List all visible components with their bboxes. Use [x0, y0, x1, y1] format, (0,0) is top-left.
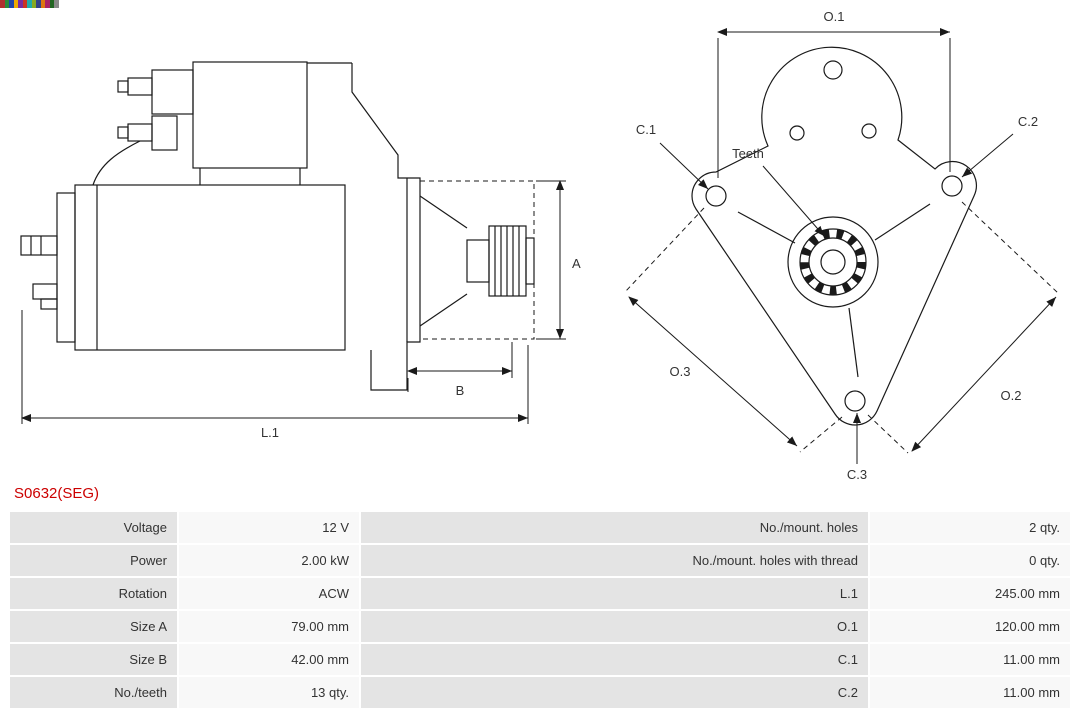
gear-teeth: [800, 229, 866, 295]
spec-row-rotation: Rotation ACW L.1 245.00 mm: [10, 578, 1070, 609]
terminal-bolt-upper-cap: [117, 80, 129, 93]
terminal-block-lower: [151, 115, 178, 151]
terminal-block-upper: [151, 69, 194, 115]
spec-value: 0 qty.: [870, 545, 1070, 576]
shaft-tip: [525, 237, 535, 285]
spec-value: 12 V: [179, 512, 359, 543]
color-barcode: [0, 0, 59, 8]
mounting-flange: [691, 46, 977, 426]
front-view: [691, 46, 977, 426]
pinion-envelope: [419, 180, 535, 340]
mount-hole-c3: [844, 390, 866, 412]
spec-value: 2 qty.: [870, 512, 1070, 543]
gear-outer-ring: [787, 216, 879, 308]
dim-label-o3: O.3: [670, 364, 691, 379]
label-teeth: Teeth: [732, 146, 764, 161]
terminal-bolt-lower: [127, 123, 153, 142]
spec-label: C.2: [361, 677, 868, 708]
gear-hub-hole: [820, 249, 846, 275]
spec-label: No./mount. holes: [361, 512, 868, 543]
spec-row-size-a: Size A 79.00 mm O.1 120.00 mm: [10, 611, 1070, 642]
top-boss-hole: [823, 60, 843, 80]
stud-lower: [32, 283, 58, 300]
terminal-bolt-lower-cap: [117, 126, 129, 139]
dim-label-a: A: [572, 256, 581, 271]
spec-value: 11.00 mm: [870, 677, 1070, 708]
spec-label: Power: [10, 545, 177, 576]
side-view: [20, 61, 535, 391]
spec-label: O.1: [361, 611, 868, 642]
spec-value: 11.00 mm: [870, 644, 1070, 675]
spec-label: No./mount. holes with thread: [361, 545, 868, 576]
spec-value: ACW: [179, 578, 359, 609]
spec-label: Size B: [10, 644, 177, 675]
mount-hole-c1: [705, 185, 727, 207]
dim-label-c3: C.3: [847, 467, 867, 482]
front-view-dimensions: [624, 28, 1059, 464]
spec-label: L.1: [361, 578, 868, 609]
spec-row-voltage: Voltage 12 V No./mount. holes 2 qty.: [10, 512, 1070, 543]
spec-value: 120.00 mm: [870, 611, 1070, 642]
dim-label-c1: C.1: [636, 122, 656, 137]
stud-lower-tip: [40, 298, 58, 310]
starter-motor-diagram: A B L.1: [0, 0, 1059, 482]
spec-value: 79.00 mm: [179, 611, 359, 642]
shoulder-hole-left: [789, 125, 805, 141]
stud-upper: [20, 235, 58, 256]
spec-label: C.1: [361, 644, 868, 675]
wire: [92, 140, 141, 186]
dim-label-b: B: [456, 383, 465, 398]
solenoid-body: [192, 61, 308, 169]
dim-label-o2: O.2: [1001, 388, 1022, 403]
spec-label: Rotation: [10, 578, 177, 609]
spec-table: Voltage 12 V No./mount. holes 2 qty. Pow…: [0, 512, 1080, 708]
shaft: [466, 239, 490, 283]
spec-value: 2.00 kW: [179, 545, 359, 576]
spec-label: Voltage: [10, 512, 177, 543]
dim-label-c2: C.2: [1018, 114, 1038, 129]
drive-housing: [307, 62, 421, 391]
gear-tooth-roots: [808, 237, 858, 287]
spec-row-power: Power 2.00 kW No./mount. holes with thre…: [10, 545, 1070, 576]
motor-body: [74, 184, 346, 351]
technical-drawing: A B L.1: [0, 0, 1059, 482]
spec-label: Size A: [10, 611, 177, 642]
part-number: S0632(SEG): [14, 485, 100, 502]
spec-value: 245.00 mm: [870, 578, 1070, 609]
dim-label-o1: O.1: [824, 9, 845, 24]
dim-label-l1: L.1: [261, 425, 279, 440]
shoulder-hole-right: [861, 123, 877, 139]
spec-value: 42.00 mm: [179, 644, 359, 675]
spec-label: No./teeth: [10, 677, 177, 708]
end-plate: [56, 192, 76, 343]
spec-row-teeth: No./teeth 13 qty. C.2 11.00 mm: [10, 677, 1070, 708]
side-view-dimensions: [21, 180, 566, 424]
mount-hole-c2: [941, 175, 963, 197]
spec-row-size-b: Size B 42.00 mm C.1 11.00 mm: [10, 644, 1070, 675]
spec-value: 13 qty.: [179, 677, 359, 708]
terminal-bolt-upper: [127, 77, 153, 96]
cone: [419, 195, 468, 327]
